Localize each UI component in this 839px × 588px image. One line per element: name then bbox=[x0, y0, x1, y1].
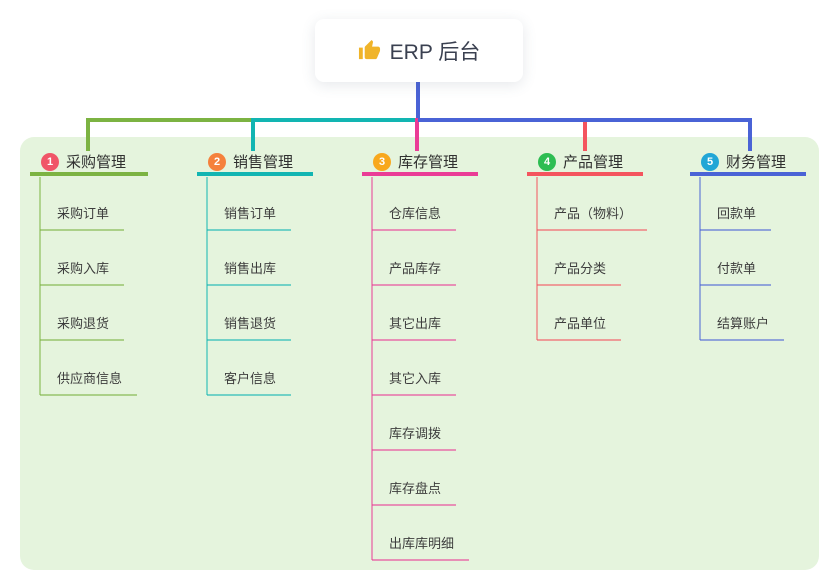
child-topic[interactable]: 仓库信息 bbox=[372, 205, 457, 231]
branch-topic-label: 销售管理 bbox=[233, 154, 294, 171]
child-topic[interactable]: 产品分类 bbox=[537, 260, 622, 286]
child-topic[interactable]: 出库库明细 bbox=[372, 535, 470, 561]
child-topic[interactable]: 产品（物料） bbox=[537, 205, 648, 231]
branch-topic-4[interactable]: 4 产品管理 bbox=[527, 151, 643, 176]
branch-topic-3[interactable]: 3 库存管理 bbox=[362, 151, 478, 176]
branch-number-badge: 3 bbox=[373, 152, 391, 171]
root-topic[interactable]: ERP 后台 bbox=[315, 19, 523, 82]
child-topic[interactable]: 库存调拨 bbox=[372, 425, 457, 451]
child-topic[interactable]: 供应商信息 bbox=[40, 370, 138, 396]
child-topic[interactable]: 采购订单 bbox=[40, 205, 125, 231]
child-topic[interactable]: 付款单 bbox=[700, 260, 772, 286]
child-topic[interactable]: 其它出库 bbox=[372, 315, 457, 341]
child-topic[interactable]: 客户信息 bbox=[207, 370, 292, 396]
child-topic[interactable]: 库存盘点 bbox=[372, 480, 457, 506]
branch-number-badge: 4 bbox=[538, 152, 556, 171]
child-topic[interactable]: 采购退货 bbox=[40, 315, 125, 341]
branch-topic-label: 产品管理 bbox=[563, 154, 624, 171]
branch-topic-label: 财务管理 bbox=[726, 154, 787, 171]
branch-number-badge: 5 bbox=[701, 152, 719, 171]
branch-topic-label: 采购管理 bbox=[66, 154, 127, 171]
child-topic[interactable]: 销售出库 bbox=[207, 260, 292, 286]
child-topic[interactable]: 采购入库 bbox=[40, 260, 125, 286]
branches-panel bbox=[20, 137, 819, 570]
branch-topic-label: 库存管理 bbox=[398, 154, 459, 171]
child-topic[interactable]: 产品库存 bbox=[372, 260, 457, 286]
child-topic[interactable]: 销售退货 bbox=[207, 315, 292, 341]
child-topic[interactable]: 回款单 bbox=[700, 205, 772, 231]
branch-topic-2[interactable]: 2 销售管理 bbox=[197, 151, 313, 176]
child-topic[interactable]: 其它入库 bbox=[372, 370, 457, 396]
branch-number-badge: 1 bbox=[41, 152, 59, 171]
child-topic[interactable]: 销售订单 bbox=[207, 205, 292, 231]
branch-topic-1[interactable]: 1 采购管理 bbox=[30, 151, 148, 176]
branch-topic-5[interactable]: 5 财务管理 bbox=[690, 151, 806, 176]
thumbs-up-icon bbox=[358, 39, 381, 62]
child-topic[interactable]: 产品单位 bbox=[537, 315, 622, 341]
branch-number-badge: 2 bbox=[208, 152, 226, 171]
child-topic[interactable]: 结算账户 bbox=[700, 315, 785, 341]
root-topic-label: ERP 后台 bbox=[389, 40, 481, 64]
